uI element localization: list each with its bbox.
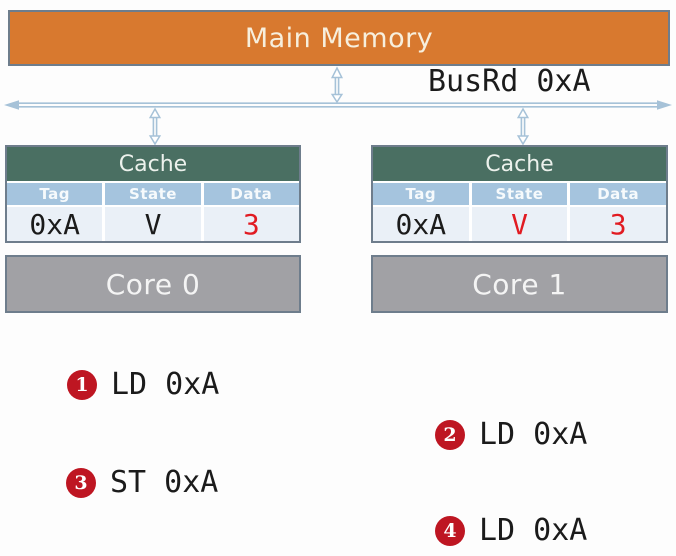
operation-1-badge: 1 bbox=[67, 369, 97, 400]
cache1-col-data: Data bbox=[570, 183, 667, 205]
main-memory-box: Main Memory bbox=[8, 10, 670, 66]
operation-1: 1 LD 0xA bbox=[67, 367, 219, 402]
core0-box: Core 0 bbox=[5, 255, 301, 313]
operation-1-text: LD 0xA bbox=[111, 367, 220, 402]
bus-cache1-arrow-shaft bbox=[520, 116, 526, 137]
operation-2-badge: 2 bbox=[435, 419, 465, 450]
cache1-title: Cache bbox=[373, 147, 666, 181]
cache1-col-tag: Tag bbox=[373, 183, 469, 205]
core1-label: Core 1 bbox=[472, 267, 567, 301]
operation-3: 3 ST 0xA bbox=[66, 465, 218, 500]
cache1-tag-value: 0xA bbox=[373, 207, 469, 241]
cache0-column-headers: Tag State Data bbox=[7, 181, 299, 207]
operation-4-badge: 4 bbox=[435, 515, 465, 546]
operation-3-badge: 3 bbox=[66, 467, 96, 498]
cache0-tag-value: 0xA bbox=[7, 207, 103, 241]
operation-3-text: ST 0xA bbox=[110, 465, 219, 500]
operation-2: 2 LD 0xA bbox=[435, 417, 587, 452]
bus-cache0-arrow-shaft bbox=[152, 116, 158, 137]
main-memory-label: Main Memory bbox=[244, 22, 434, 54]
bus-arrowheads bbox=[4, 100, 672, 110]
operation-4: 4 LD 0xA bbox=[435, 513, 587, 548]
cache0-data-value: 3 bbox=[203, 207, 299, 241]
cache1-data-value: 3 bbox=[570, 207, 667, 241]
cache0-title: Cache bbox=[7, 147, 299, 181]
core1-box: Core 1 bbox=[371, 255, 668, 313]
cache1-box: Cache Tag State Data 0xA V 3 bbox=[371, 145, 668, 243]
cache0-state-value: V bbox=[105, 207, 201, 241]
cache0-col-data: Data bbox=[203, 183, 299, 205]
operation-2-text: LD 0xA bbox=[479, 417, 588, 452]
operation-4-text: LD 0xA bbox=[479, 513, 588, 548]
cache1-state-value: V bbox=[471, 207, 568, 241]
cache0-data-row: 0xA V 3 bbox=[7, 207, 299, 241]
cache0-col-state: State bbox=[105, 183, 201, 205]
core0-label: Core 0 bbox=[105, 267, 201, 301]
bus-transaction-label: BusRd 0xA bbox=[428, 64, 591, 99]
cache1-col-state: State bbox=[471, 183, 568, 205]
cache0-box: Cache Tag State Data 0xA V 3 bbox=[5, 145, 301, 243]
cache1-column-headers: Tag State Data bbox=[373, 181, 667, 207]
cache1-data-row: 0xA V 3 bbox=[373, 207, 667, 241]
cache0-col-tag: Tag bbox=[7, 183, 103, 205]
memory-bus-arrow-shaft bbox=[334, 76, 340, 96]
